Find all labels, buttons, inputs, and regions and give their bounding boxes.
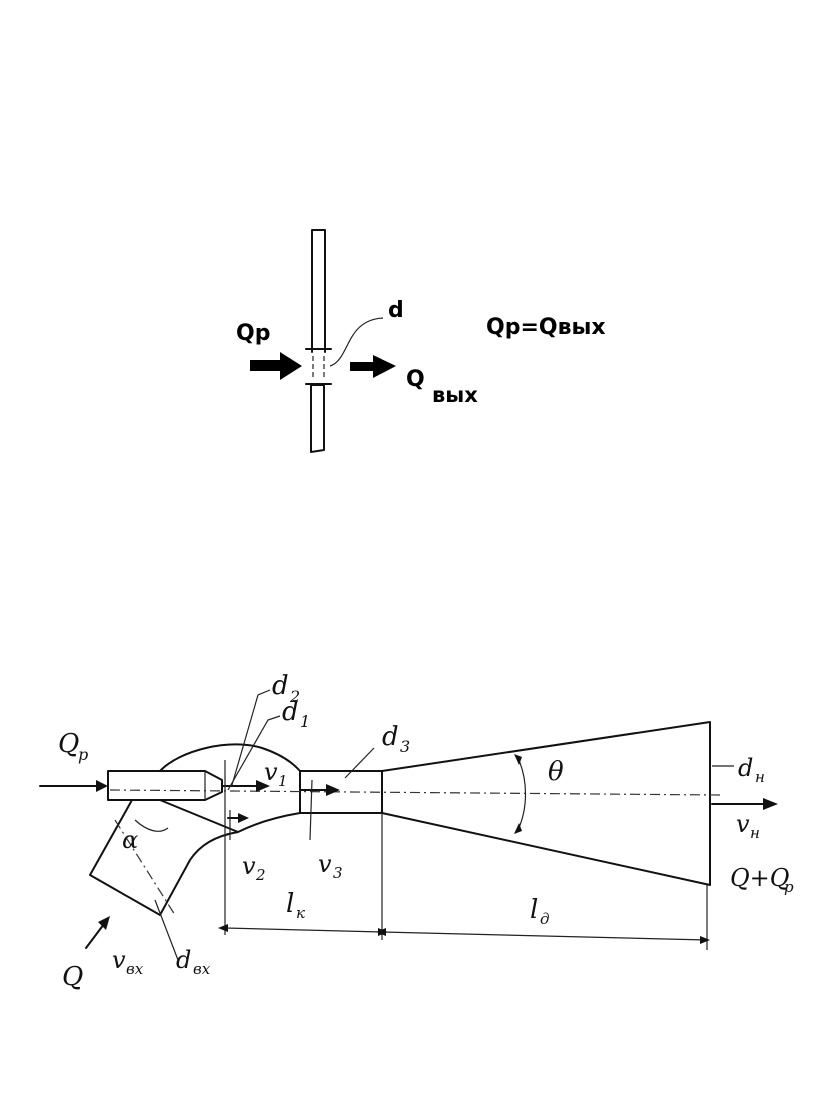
d1-subscript: 1 bbox=[300, 712, 310, 731]
flow-equation: Qp=Qвых bbox=[486, 315, 606, 340]
lk-subscript: к bbox=[296, 904, 305, 922]
dn-subscript: н bbox=[755, 768, 765, 786]
d-in-leader bbox=[154, 899, 179, 961]
mixing-arrow bbox=[299, 784, 340, 796]
theta-label: θ bbox=[548, 757, 564, 787]
v1-subscript: 1 bbox=[278, 772, 288, 790]
outflow-subscript: вых bbox=[432, 383, 478, 407]
dimension-ld bbox=[376, 928, 710, 944]
ld-label: l bbox=[530, 895, 538, 925]
plate-upper bbox=[311, 229, 326, 353]
working-fluid-arrow bbox=[39, 780, 108, 792]
inflow-arrow bbox=[250, 352, 302, 380]
vn-label: v bbox=[736, 810, 750, 838]
vn-subscript: н bbox=[750, 824, 760, 842]
v-in-subscript: вх bbox=[126, 960, 144, 978]
v2-subscript: 2 bbox=[255, 866, 266, 884]
orifice-diagram: Qp d Q вых Qp=Qвых bbox=[236, 229, 606, 453]
alpha-arc bbox=[134, 819, 169, 832]
orifice-hole bbox=[305, 348, 332, 385]
d2-subscript: 2 bbox=[289, 687, 300, 706]
d2-label: d bbox=[272, 671, 289, 701]
d3-label: d bbox=[382, 722, 399, 752]
suction-inlet-arrow bbox=[85, 916, 110, 949]
diameter-label: d bbox=[388, 298, 404, 323]
suction-chamber-top bbox=[159, 743, 301, 772]
dn-label: d bbox=[738, 754, 753, 782]
outflow-label: Q bbox=[406, 367, 425, 392]
outflow-arrow bbox=[350, 355, 396, 378]
inflow-label: Qp bbox=[236, 321, 270, 346]
qp-in-label: Q bbox=[58, 729, 79, 759]
suction-pipe bbox=[89, 799, 301, 916]
d-in-subscript: вх bbox=[193, 960, 211, 978]
v3-subscript: 3 bbox=[333, 864, 343, 882]
q-sum-subscript: p bbox=[784, 878, 794, 896]
v-in-label: v bbox=[112, 946, 126, 974]
lk-label: l bbox=[286, 889, 294, 919]
outlet-arrow bbox=[711, 798, 778, 810]
plate-lower bbox=[310, 384, 325, 453]
v2-label: v bbox=[242, 852, 256, 880]
d3-leader bbox=[344, 747, 375, 779]
suction-flow-arrow bbox=[227, 813, 249, 823]
main-axis bbox=[109, 789, 721, 796]
theta-arc bbox=[517, 757, 527, 831]
v1-label: v bbox=[264, 758, 278, 786]
d-leader-line bbox=[329, 317, 384, 367]
qp-in-subscript: p bbox=[78, 745, 88, 764]
ejector-diagram: Q p d 2 d 1 d 3 v 1 v 2 v 3 θ d н v н Q+… bbox=[39, 671, 794, 992]
dimension-lk bbox=[218, 924, 388, 936]
alpha-label: α bbox=[122, 826, 138, 854]
v3-label: v bbox=[318, 850, 332, 878]
d1-label: d bbox=[282, 697, 299, 727]
d-in-label: d bbox=[176, 946, 191, 974]
diffuser bbox=[381, 721, 711, 886]
d3-subscript: 3 bbox=[400, 737, 410, 756]
jet-arrow bbox=[221, 780, 270, 792]
d2-leader bbox=[231, 689, 271, 786]
ld-subscript: д bbox=[540, 910, 550, 928]
q-in-label: Q bbox=[62, 962, 83, 992]
d1-leader bbox=[227, 715, 281, 791]
q-sum-label: Q+Q bbox=[730, 864, 789, 892]
